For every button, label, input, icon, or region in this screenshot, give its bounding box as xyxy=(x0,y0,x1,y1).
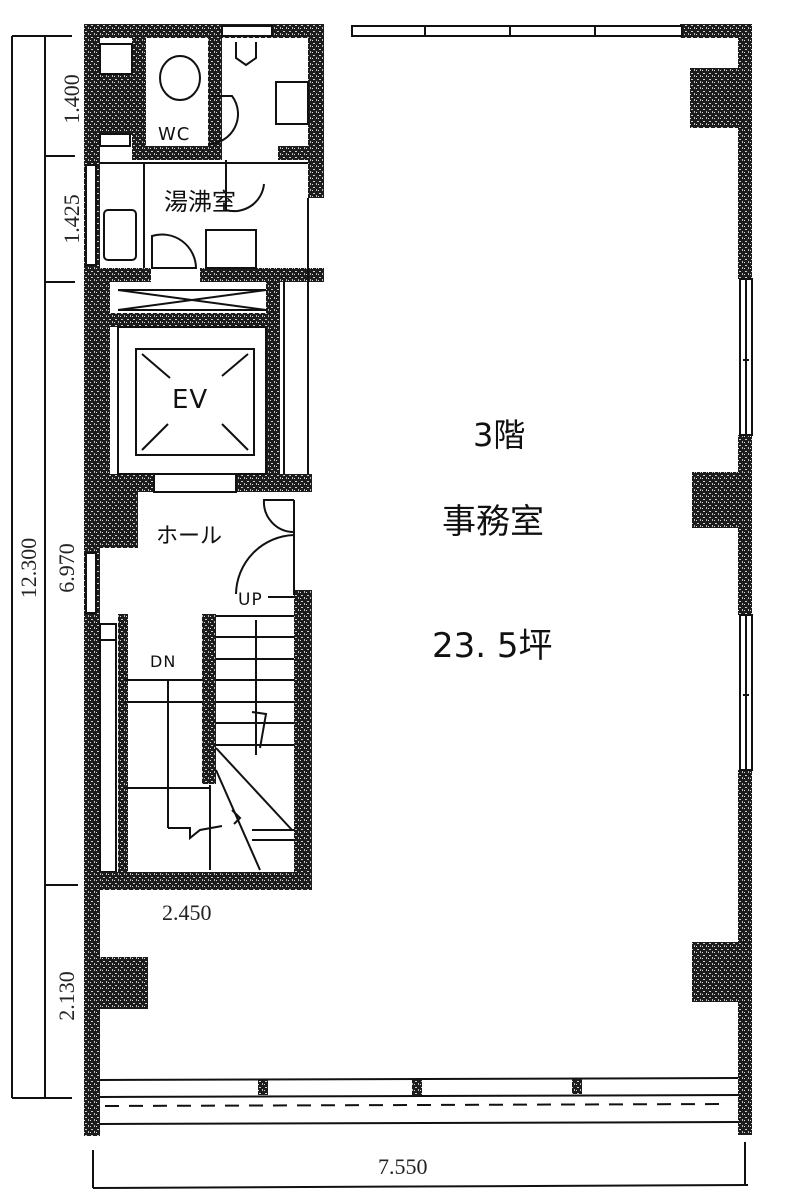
dim-kitchen-depth: 1.425 xyxy=(59,194,84,244)
dim-wc-depth: 1.400 xyxy=(59,74,84,124)
dimension-lines-left xyxy=(11,35,78,1099)
area-label: 23. 5坪 xyxy=(432,626,553,666)
dim-core-depth: 6.970 xyxy=(54,543,79,593)
hall-label: ホール xyxy=(156,524,223,549)
stair-down-label: DN xyxy=(150,652,177,671)
main-room-label: 事務室 xyxy=(442,502,544,542)
bottom-balcony xyxy=(99,1077,739,1125)
dim-total-depth: 12.300 xyxy=(16,537,41,599)
dim-core-width: 2.450 xyxy=(162,900,212,925)
dim-total-width: 7.550 xyxy=(378,1154,428,1179)
windows xyxy=(85,25,753,873)
dim-bottom-depth: 2.130 xyxy=(54,971,79,1021)
stair-up-label: UP xyxy=(238,590,263,610)
floor-number-label: 3階 xyxy=(473,416,526,454)
core-walls xyxy=(96,38,324,890)
fixtures xyxy=(99,42,309,871)
elevator-label: EV xyxy=(172,385,209,415)
wc-label: WC xyxy=(158,124,191,145)
dimension-line-bottom xyxy=(92,1142,749,1189)
kitchenette-label: 湯沸室 xyxy=(164,188,236,216)
